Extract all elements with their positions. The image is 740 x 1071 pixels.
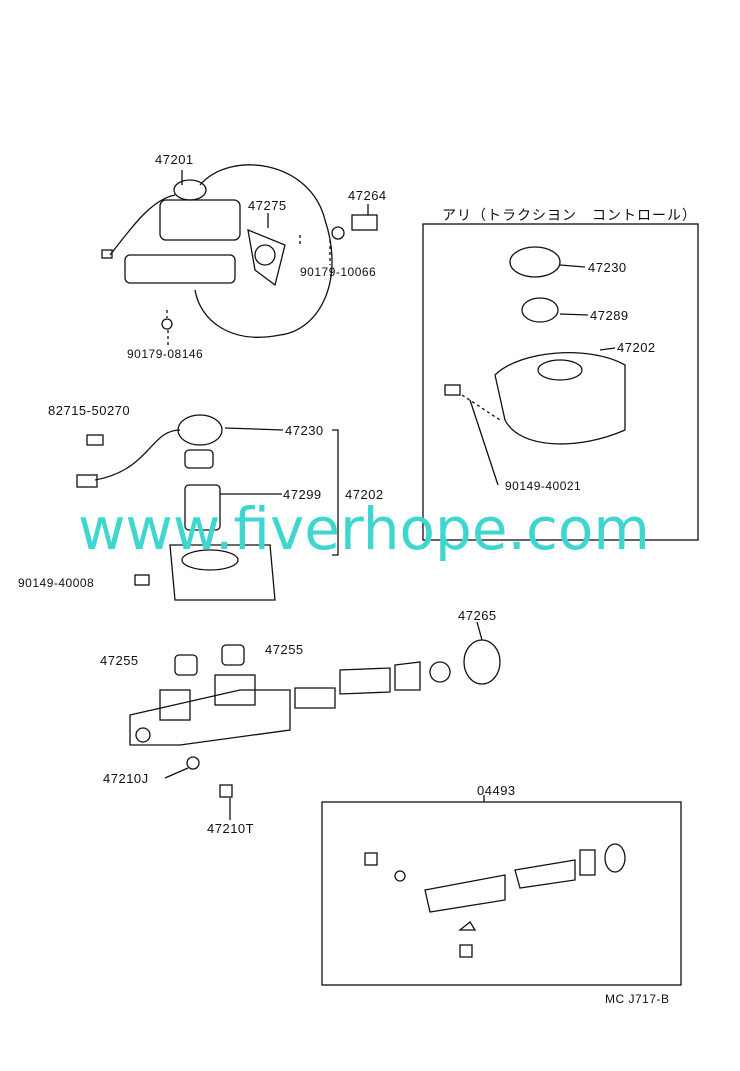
label-90149-40008: 90149-40008	[18, 576, 95, 590]
label-tc-47230: 47230	[588, 260, 627, 275]
label-47299: 47299	[283, 487, 322, 502]
brake-booster	[194, 164, 333, 338]
kit-04493-box	[321, 801, 682, 986]
label-82715-50270: 82715-50270	[48, 403, 131, 418]
traction-control-box	[422, 223, 699, 541]
label-47265: 47265	[458, 608, 497, 623]
gasket-47275	[247, 228, 286, 287]
label-47210J: 47210J	[103, 771, 149, 786]
label-90179-10066: 90179-10066	[300, 265, 377, 279]
label-47255-left: 47255	[100, 653, 139, 668]
nut-90179-08146	[161, 318, 173, 330]
label-90179-08146: 90179-08146	[127, 347, 204, 361]
label-47230: 47230	[285, 423, 324, 438]
watermark: www.fiverhope.com	[78, 495, 650, 563]
master-cylinder-body	[129, 674, 291, 746]
master-cylinder-top	[101, 179, 241, 284]
label-tc-47202: 47202	[617, 340, 656, 355]
label-tc-47289: 47289	[590, 308, 629, 323]
label-47275: 47275	[248, 198, 287, 213]
label-47210T: 47210T	[207, 821, 255, 836]
part-47264	[351, 214, 378, 231]
label-90149-40021: 90149-40021	[505, 479, 582, 493]
label-47264: 47264	[348, 188, 387, 203]
figure-code: MC J717-B	[605, 992, 670, 1006]
label-47255-right: 47255	[265, 642, 304, 657]
label-47202: 47202	[345, 487, 384, 502]
label-04493: 04493	[477, 783, 516, 798]
traction-control-header: アリ（トラクシヨン コントロール）	[442, 207, 697, 223]
label-47201: 47201	[155, 152, 194, 167]
